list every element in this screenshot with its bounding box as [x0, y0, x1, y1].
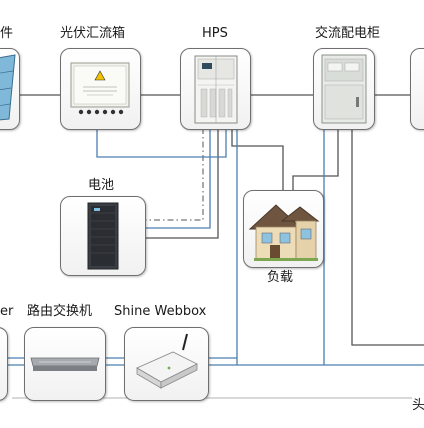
- cabinet-to-load-line: [292, 128, 339, 190]
- webbox-label: Shine Webbox: [114, 304, 207, 319]
- webbox-box: [124, 327, 209, 401]
- battery-comm-line: [144, 128, 211, 229]
- webbox-device-icon: [136, 333, 198, 389]
- pv-module-label: 件: [0, 26, 14, 41]
- grid-partial-box: [410, 48, 424, 130]
- inverter-partial-box: [0, 327, 8, 401]
- hps-inverter-icon: [194, 55, 238, 124]
- solar-panel-icon: [0, 54, 16, 121]
- inverter-partial-label: er: [0, 304, 14, 319]
- ac-cabinet-box: [313, 48, 375, 130]
- hps-label: HPS: [202, 26, 228, 41]
- combiner-label: 光伏汇流箱: [60, 26, 126, 41]
- hps-to-battery-line: [144, 128, 219, 239]
- battery-box: [60, 196, 146, 276]
- battery-label: 电池: [88, 178, 115, 193]
- router-label: 路由交换机: [27, 304, 93, 319]
- router-switch-icon: [30, 357, 100, 371]
- battery-cabinet-icon: [87, 202, 119, 270]
- corner-label: 头: [412, 398, 424, 413]
- pv-module-box: [0, 48, 20, 130]
- ac-cabinet-label: 交流配电柜: [315, 26, 381, 41]
- load-box: [243, 190, 324, 268]
- house-icon: [248, 204, 320, 261]
- combiner-comm-line: [96, 128, 227, 158]
- hps-box: [180, 48, 251, 130]
- combiner-box-icon: [70, 62, 130, 115]
- distribution-cabinet-icon: [321, 54, 367, 124]
- cabinet-down-line: [351, 128, 424, 346]
- router-box: [24, 327, 106, 401]
- combiner-box: [60, 48, 141, 130]
- load-label: 负载: [267, 270, 294, 285]
- hps-to-load-line: [231, 128, 284, 190]
- battery-signal-line: [144, 128, 204, 221]
